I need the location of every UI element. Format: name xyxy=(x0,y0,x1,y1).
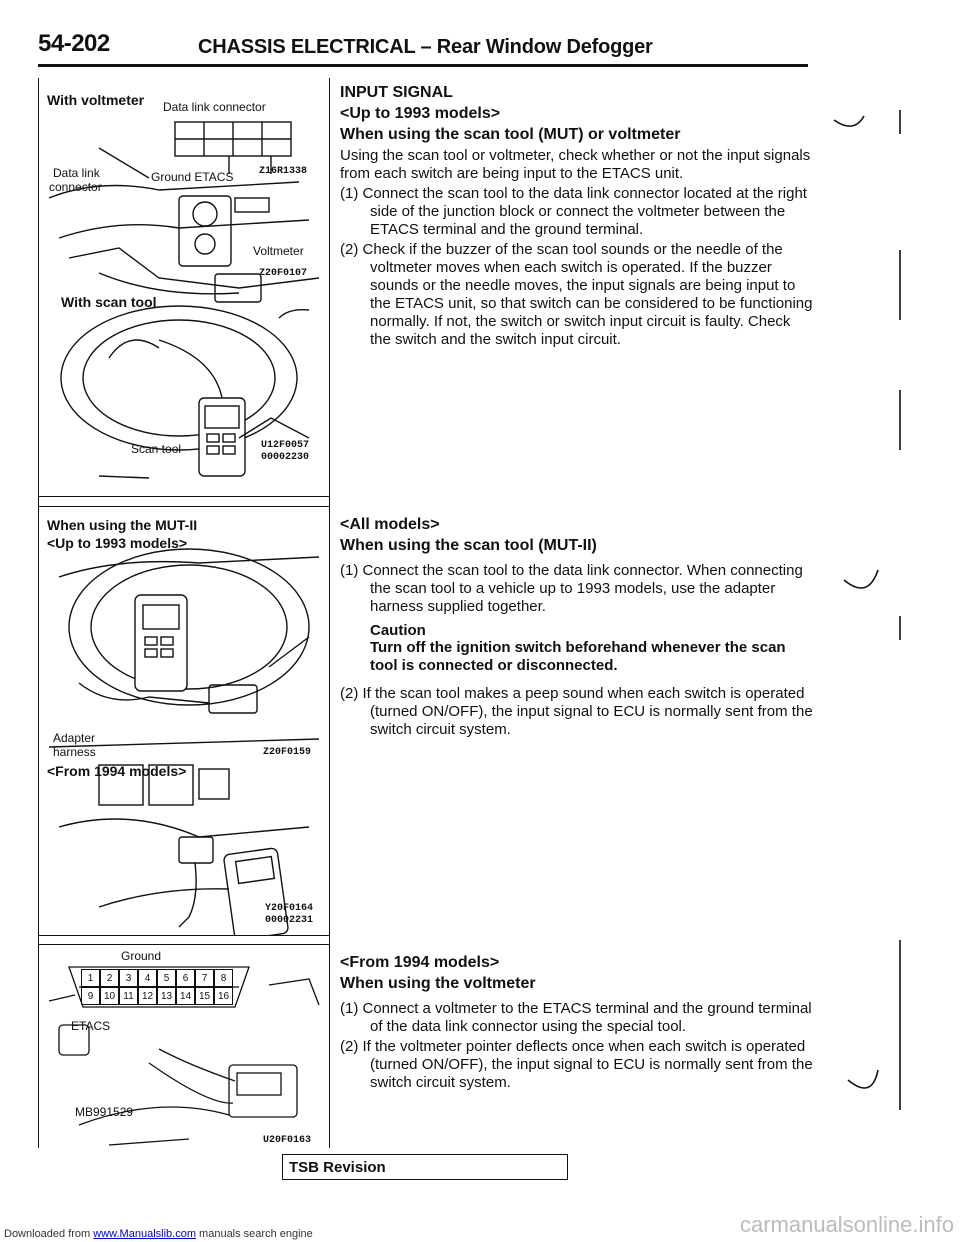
harness-label: harness xyxy=(53,745,96,759)
connector-pin-number: 16 xyxy=(214,987,233,1005)
ground-label: Ground xyxy=(121,949,162,963)
connector-pin-number: 9 xyxy=(81,987,100,1005)
etacs-label: ETACS xyxy=(71,1019,111,1033)
scan-tool-label: Scan tool xyxy=(131,442,182,456)
model-range-heading: <From 1994 models> xyxy=(340,954,500,971)
input-signal-section: INPUT SIGNAL <Up to 1993 models> When us… xyxy=(340,82,815,349)
download-footer: Downloaded from www.Manualslib.com manua… xyxy=(4,1228,313,1240)
data-link-connector-label: Data link connector xyxy=(163,100,266,114)
connector-pin-number: 4 xyxy=(138,969,157,987)
footer-suffix: manuals search engine xyxy=(199,1228,313,1240)
connector-label: connector xyxy=(49,180,102,194)
binder-marks xyxy=(833,110,901,1110)
section-heading: INPUT SIGNAL xyxy=(340,84,453,101)
manualslib-link[interactable]: www.Manualslib.com xyxy=(93,1228,196,1240)
figure-code: 00002231 xyxy=(265,915,314,926)
connector-pin-number: 8 xyxy=(214,969,233,987)
connector-pin-number: 3 xyxy=(119,969,138,987)
step-1: (1) Connect a voltmeter to the ETACS ter… xyxy=(340,1000,812,1035)
method-heading: When using the scan tool (MUT-II) xyxy=(340,537,597,554)
caution-text: Turn off the ignition switch beforehand … xyxy=(370,639,786,674)
model-range-heading: <All models> xyxy=(340,516,440,533)
from-1994-section: <From 1994 models> When using the voltme… xyxy=(340,952,815,1092)
section-title: CHASSIS ELECTRICAL – Rear Window Defogge… xyxy=(198,36,653,58)
footer-prefix: Downloaded from xyxy=(4,1228,91,1240)
watermark: carmanualsonline.info xyxy=(739,1212,954,1237)
connector-pin-number: 6 xyxy=(176,969,195,987)
step-2: (2) If the voltmeter pointer deflects on… xyxy=(340,1038,813,1091)
page-header: 54-202 CHASSIS ELECTRICAL – Rear Window … xyxy=(38,28,808,67)
figure-mut-ii: When using the MUT-II <Up to 1993 models… xyxy=(39,506,329,936)
mut-ii-illustration xyxy=(48,548,320,935)
figure-title: With voltmeter xyxy=(47,92,145,108)
step-1: (1) Connect the scan tool to the data li… xyxy=(340,562,803,615)
with-scan-tool-label: With scan tool xyxy=(61,294,157,310)
figure-subtitle: <From 1994 models> xyxy=(47,763,187,779)
figure-code: Y20F0164 xyxy=(265,903,314,914)
connector-pin-number: 2 xyxy=(100,969,119,987)
figure-code: 00002230 xyxy=(261,452,310,463)
step-1: (1) Connect the scan tool to the data li… xyxy=(340,185,807,238)
connector-pin-number: 14 xyxy=(176,987,195,1005)
figure-code: Z20F0107 xyxy=(259,268,308,279)
voltmeter-label: Voltmeter xyxy=(253,244,304,258)
figure-code: U20F0163 xyxy=(263,1135,312,1146)
adapter-label: Adapter xyxy=(53,731,96,745)
figure-subtitle: <Up to 1993 models> xyxy=(47,535,188,551)
tsb-revision-box: TSB Revision xyxy=(282,1154,568,1180)
data-link-label: Data link xyxy=(53,166,100,180)
all-models-section: <All models> When using the scan tool (M… xyxy=(340,514,815,739)
caution-heading: Caution xyxy=(370,622,426,639)
figure-title: When using the MUT-II xyxy=(47,517,198,533)
figure-code: U12F0057 xyxy=(261,440,310,451)
figure-code: Z20F0159 xyxy=(263,747,312,758)
connector-pin-number: 12 xyxy=(138,987,157,1005)
method-heading: When using the voltmeter xyxy=(340,975,536,992)
connector-pin-number: 1 xyxy=(81,969,100,987)
figure-voltmeter-scan-tool: With voltmeter Data link connector xyxy=(39,78,329,497)
connector-pin-number: 11 xyxy=(119,987,138,1005)
connector-pin-number: 7 xyxy=(195,969,214,987)
dashboard-illustration xyxy=(48,121,320,479)
connector-pin-number: 5 xyxy=(157,969,176,987)
illustration-column: With voltmeter Data link connector xyxy=(38,78,330,1148)
step-2: (2) Check if the buzzer of the scan tool… xyxy=(340,241,813,348)
page-number: 54-202 xyxy=(38,30,110,57)
connector-pin-number: 10 xyxy=(100,987,119,1005)
ground-etacs-label: Ground ETACS xyxy=(151,170,234,184)
connector-pin-number: 13 xyxy=(157,987,176,1005)
method-heading: When using the scan tool (MUT) or voltme… xyxy=(340,126,681,143)
intro-paragraph: Using the scan tool or voltmeter, check … xyxy=(340,147,811,182)
model-range-heading: <Up to 1993 models> xyxy=(340,105,501,122)
connector-pin-number: 15 xyxy=(195,987,214,1005)
figure-code: Z16R1338 xyxy=(259,166,308,177)
tool-number-label: MB991529 xyxy=(75,1105,134,1119)
step-2: (2) If the scan tool makes a peep sound … xyxy=(340,685,813,738)
